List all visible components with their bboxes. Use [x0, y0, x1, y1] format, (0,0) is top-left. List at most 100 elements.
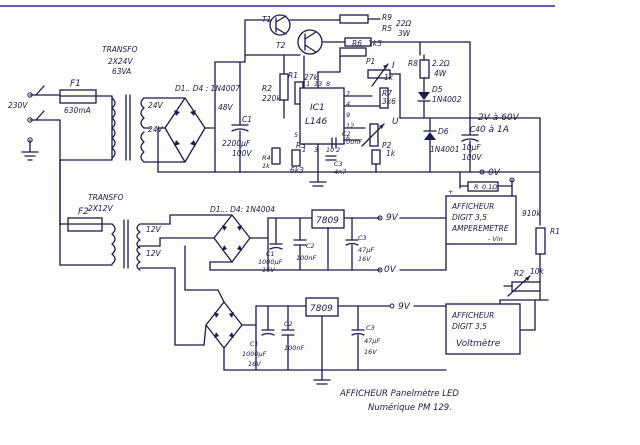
r2-name: R2: [262, 84, 272, 93]
transformer-1-name: TRANSFO: [102, 45, 138, 54]
fuse-f1-label: F1: [70, 79, 81, 89]
reg2-c2-val: 100nF: [284, 344, 305, 352]
reg1-c1-val1: 1000µF: [258, 258, 283, 266]
r4-name: R4: [262, 154, 271, 162]
c2-main-val: 100nF: [342, 138, 363, 146]
resistor-r8: R8 2.2Ω 4W: [408, 59, 450, 79]
p2-name: P2: [382, 141, 392, 150]
ic-pin-2: 2: [336, 146, 340, 154]
p2-dir: U: [392, 117, 399, 127]
reg2-part: 7809: [310, 304, 333, 314]
reg2-cap-c2: C2 100nF: [281, 320, 305, 352]
ic-pin-8: 8: [326, 80, 330, 88]
divider-r2-name: R2: [514, 269, 524, 278]
ic-pin-5: 5: [294, 131, 298, 139]
divider-r2-val: 10k: [530, 267, 545, 276]
ic-pin-12: 12: [346, 122, 354, 130]
resistor-r7: R7 3k6: [379, 87, 396, 109]
ammeter-minus: - Vin: [488, 235, 503, 243]
reg1-c1-val2: 16V: [262, 266, 275, 274]
reg2-cap-c3: C3 47µF 16V: [351, 324, 380, 356]
bridge-rectifier-3: [205, 301, 243, 349]
resistor-r9: R9 22Ω 3W: [339, 13, 412, 38]
regulator-7809-2: 7809: [305, 297, 339, 317]
ic-pin-4: 4: [346, 100, 350, 108]
ic-pin-3: 3: [314, 146, 318, 154]
caption-line1: AFFICHEUR Panelmètre LED: [339, 388, 459, 399]
c4-main-val2: 100V: [462, 153, 482, 162]
r8-name: R8: [408, 59, 418, 68]
divider-r1: 910k R1: [522, 209, 560, 255]
fuse-f1: F1 630mA: [59, 79, 97, 115]
shunt-name: R: [474, 183, 479, 191]
r5-name: R5: [382, 24, 392, 33]
bridge-rectifier-1: D1.. D4 : 1N4007: [164, 84, 240, 163]
r6-name: R6: [352, 39, 362, 48]
reg1-0v: 0V: [384, 265, 397, 275]
potentiometer-p2: U P2 1k: [361, 117, 399, 158]
r6-val: 1k5: [368, 39, 382, 48]
voltmeter-line3: Voltmètre: [456, 338, 501, 349]
reg1-part: 7809: [316, 216, 339, 226]
voltmeter-line2: DIGIT 3,5: [452, 322, 487, 331]
reg1-c3-val2: 16V: [358, 255, 371, 263]
transformer-1-sec-top: 24V: [148, 101, 164, 110]
resistor-r6: R6 1k5: [339, 39, 382, 57]
potentiometer-p1: P1 1k I: [366, 57, 395, 87]
r7-val: 3k6: [382, 97, 396, 106]
rail-48v: 48V: [218, 103, 234, 112]
ammeter-line2: DIGIT 3,5: [452, 213, 487, 222]
r2-val: 220k: [262, 94, 281, 103]
voltmeter-display: AFFICHEUR DIGIT 3,5 Voltmètre: [445, 303, 521, 355]
p1-val: 1k: [384, 73, 394, 82]
capacitor-c4-main: C4 10µF 100V: [461, 125, 482, 173]
transformer-2-sec-top: 12V: [146, 225, 162, 234]
r3-name: R3: [296, 141, 306, 150]
output-current: 0 à 1A: [480, 125, 509, 135]
ammeter-line1: AFFICHEUR: [451, 202, 494, 211]
reg2-c3-val2: 16V: [364, 348, 377, 356]
ic-pin-11: 11: [302, 80, 310, 88]
resistor-r3: R3 6k3: [290, 141, 306, 175]
r9-val1: 22Ω: [396, 19, 412, 28]
c4-main-name: C4: [470, 125, 480, 134]
ic-pin-1: 1: [302, 146, 306, 154]
reg1-c3-val1: 47µF: [358, 246, 374, 254]
t2-label: T2: [276, 41, 286, 50]
capacitor-c1-main: C1 2200µF 100V: [222, 115, 252, 173]
r8-val1: 2.2Ω: [432, 59, 450, 68]
ic-pin-6: 6: [346, 134, 350, 142]
reg2-c1-val2: 16V: [248, 360, 261, 368]
reg2-c1-val1: 1000µF: [242, 350, 267, 358]
r9-name: R9: [382, 13, 392, 22]
d5-part: 1N4002: [432, 95, 462, 104]
reg1-c2-name: C2: [306, 242, 315, 250]
c3-main-val: 4n7: [334, 168, 347, 176]
voltmeter-line1: AFFICHEUR: [451, 311, 494, 320]
p1-dir: I: [392, 61, 395, 71]
bridge-1-label: D1.. D4 : 1N4007: [175, 84, 240, 93]
transistor-t2: T2: [276, 29, 323, 55]
d5-name: D5: [432, 85, 443, 94]
fuse-f2-label: F2: [78, 207, 89, 217]
transformer-2-spec: 2X12V: [88, 204, 113, 213]
r7-name: R7: [382, 89, 392, 98]
c4-main-val1: 10µF: [462, 143, 481, 152]
resistor-r4: R4 1k: [262, 147, 281, 170]
shunt-val: 0.1Ω: [482, 183, 497, 191]
reg1-out: 9V: [386, 213, 399, 223]
c1-main-val1: 2200µF: [222, 139, 251, 148]
reg2-cap-c1: C1 1000µF 16V: [242, 329, 275, 368]
r4-val: 1k: [262, 162, 270, 170]
r3-val: 6k3: [290, 166, 304, 175]
reg1-c3-name: C3: [358, 234, 367, 242]
regulator-7809-1: 7809: [311, 209, 345, 229]
ic-name: IC1: [310, 103, 325, 113]
c3-main-name: C3: [334, 160, 343, 168]
ic-pin-9: 9: [346, 111, 350, 119]
reg1-c1-name: C1: [266, 250, 275, 258]
transformer-2: TRANSFO 2X12V 12V 12V: [88, 193, 162, 271]
mains-voltage: 230V: [8, 101, 28, 110]
r1-name: R1: [288, 71, 298, 80]
transistor-t1: T1: [262, 14, 291, 36]
